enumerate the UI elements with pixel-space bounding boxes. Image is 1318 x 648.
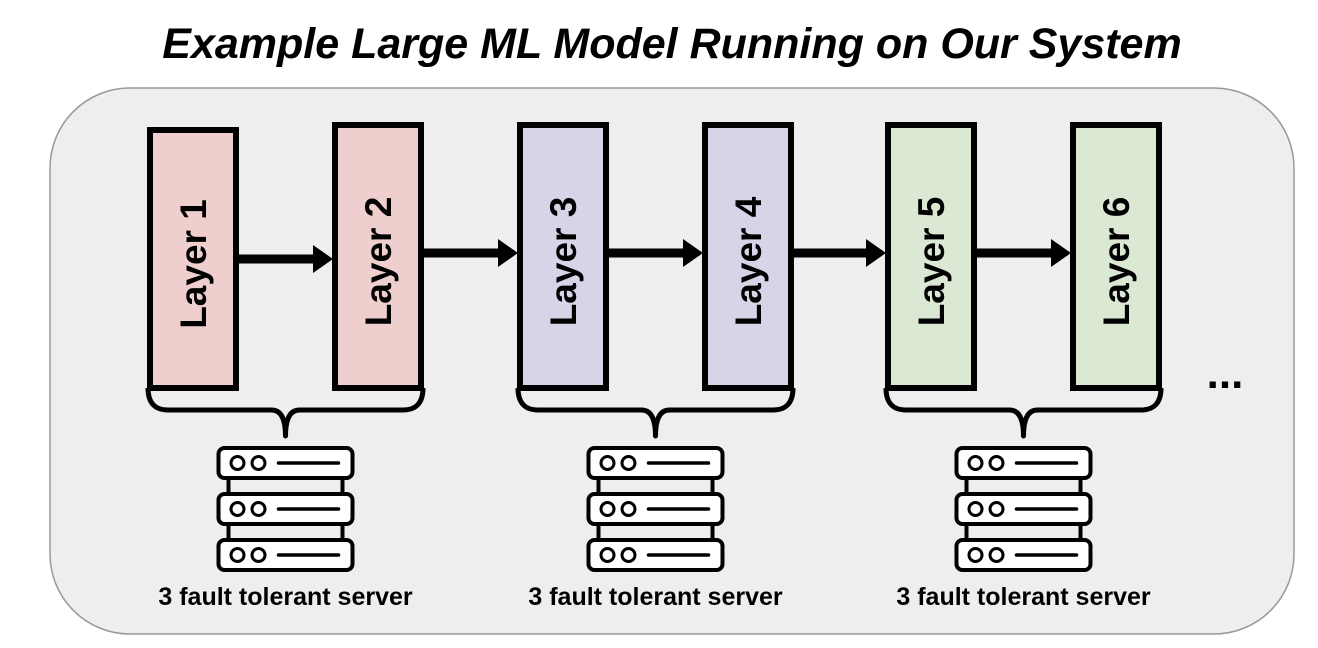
layer-label: Layer 4 (728, 196, 769, 326)
layer-block-5: Layer 5 (885, 122, 977, 391)
layer-block-1: Layer 1 (147, 127, 239, 391)
server-rack-icon (216, 446, 355, 572)
layer-block-2: Layer 2 (332, 122, 424, 391)
layer-block-3: Layer 3 (517, 122, 609, 391)
curly-brace-icon (145, 387, 426, 439)
arrow-5-6 (976, 239, 1071, 267)
layer-box (702, 122, 794, 391)
layer-box (1070, 122, 1162, 391)
server-group-label: 3 fault tolerant server (528, 583, 783, 611)
layer-block-4: Layer 4 (702, 122, 794, 391)
arrows-group (238, 239, 1071, 273)
layer-label: Layer 5 (911, 197, 952, 327)
layer-label: Layer 1 (173, 199, 214, 329)
server-group-1: 3 fault tolerant server (145, 387, 426, 611)
server-group-label: 3 fault tolerant server (896, 583, 1151, 611)
server-rack-icon (586, 446, 725, 572)
layer-block-6: Layer 6 (1070, 122, 1162, 391)
curly-brace-icon (883, 387, 1164, 439)
layer-label: Layer 3 (543, 197, 584, 327)
diagram-title: Example Large ML Model Running on Our Sy… (162, 20, 1181, 68)
server-group-2: 3 fault tolerant server (515, 387, 796, 611)
layer-box (147, 127, 239, 391)
layer-label: Layer 6 (1096, 197, 1137, 327)
continuation-ellipsis: ... (1207, 349, 1244, 398)
curly-brace-icon (515, 387, 796, 439)
layer-label: Layer 2 (358, 197, 399, 327)
arrow-3-4 (608, 239, 703, 267)
server-group-label: 3 fault tolerant server (158, 583, 413, 611)
layer-box (517, 122, 609, 391)
arrow-2-3 (423, 239, 518, 267)
arrow-1-2 (238, 245, 333, 273)
server-rack-icon (954, 446, 1093, 572)
layer-box (885, 122, 977, 391)
layer-box (332, 122, 424, 391)
arrow-4-5 (793, 239, 886, 267)
server-group-3: 3 fault tolerant server (883, 387, 1164, 611)
